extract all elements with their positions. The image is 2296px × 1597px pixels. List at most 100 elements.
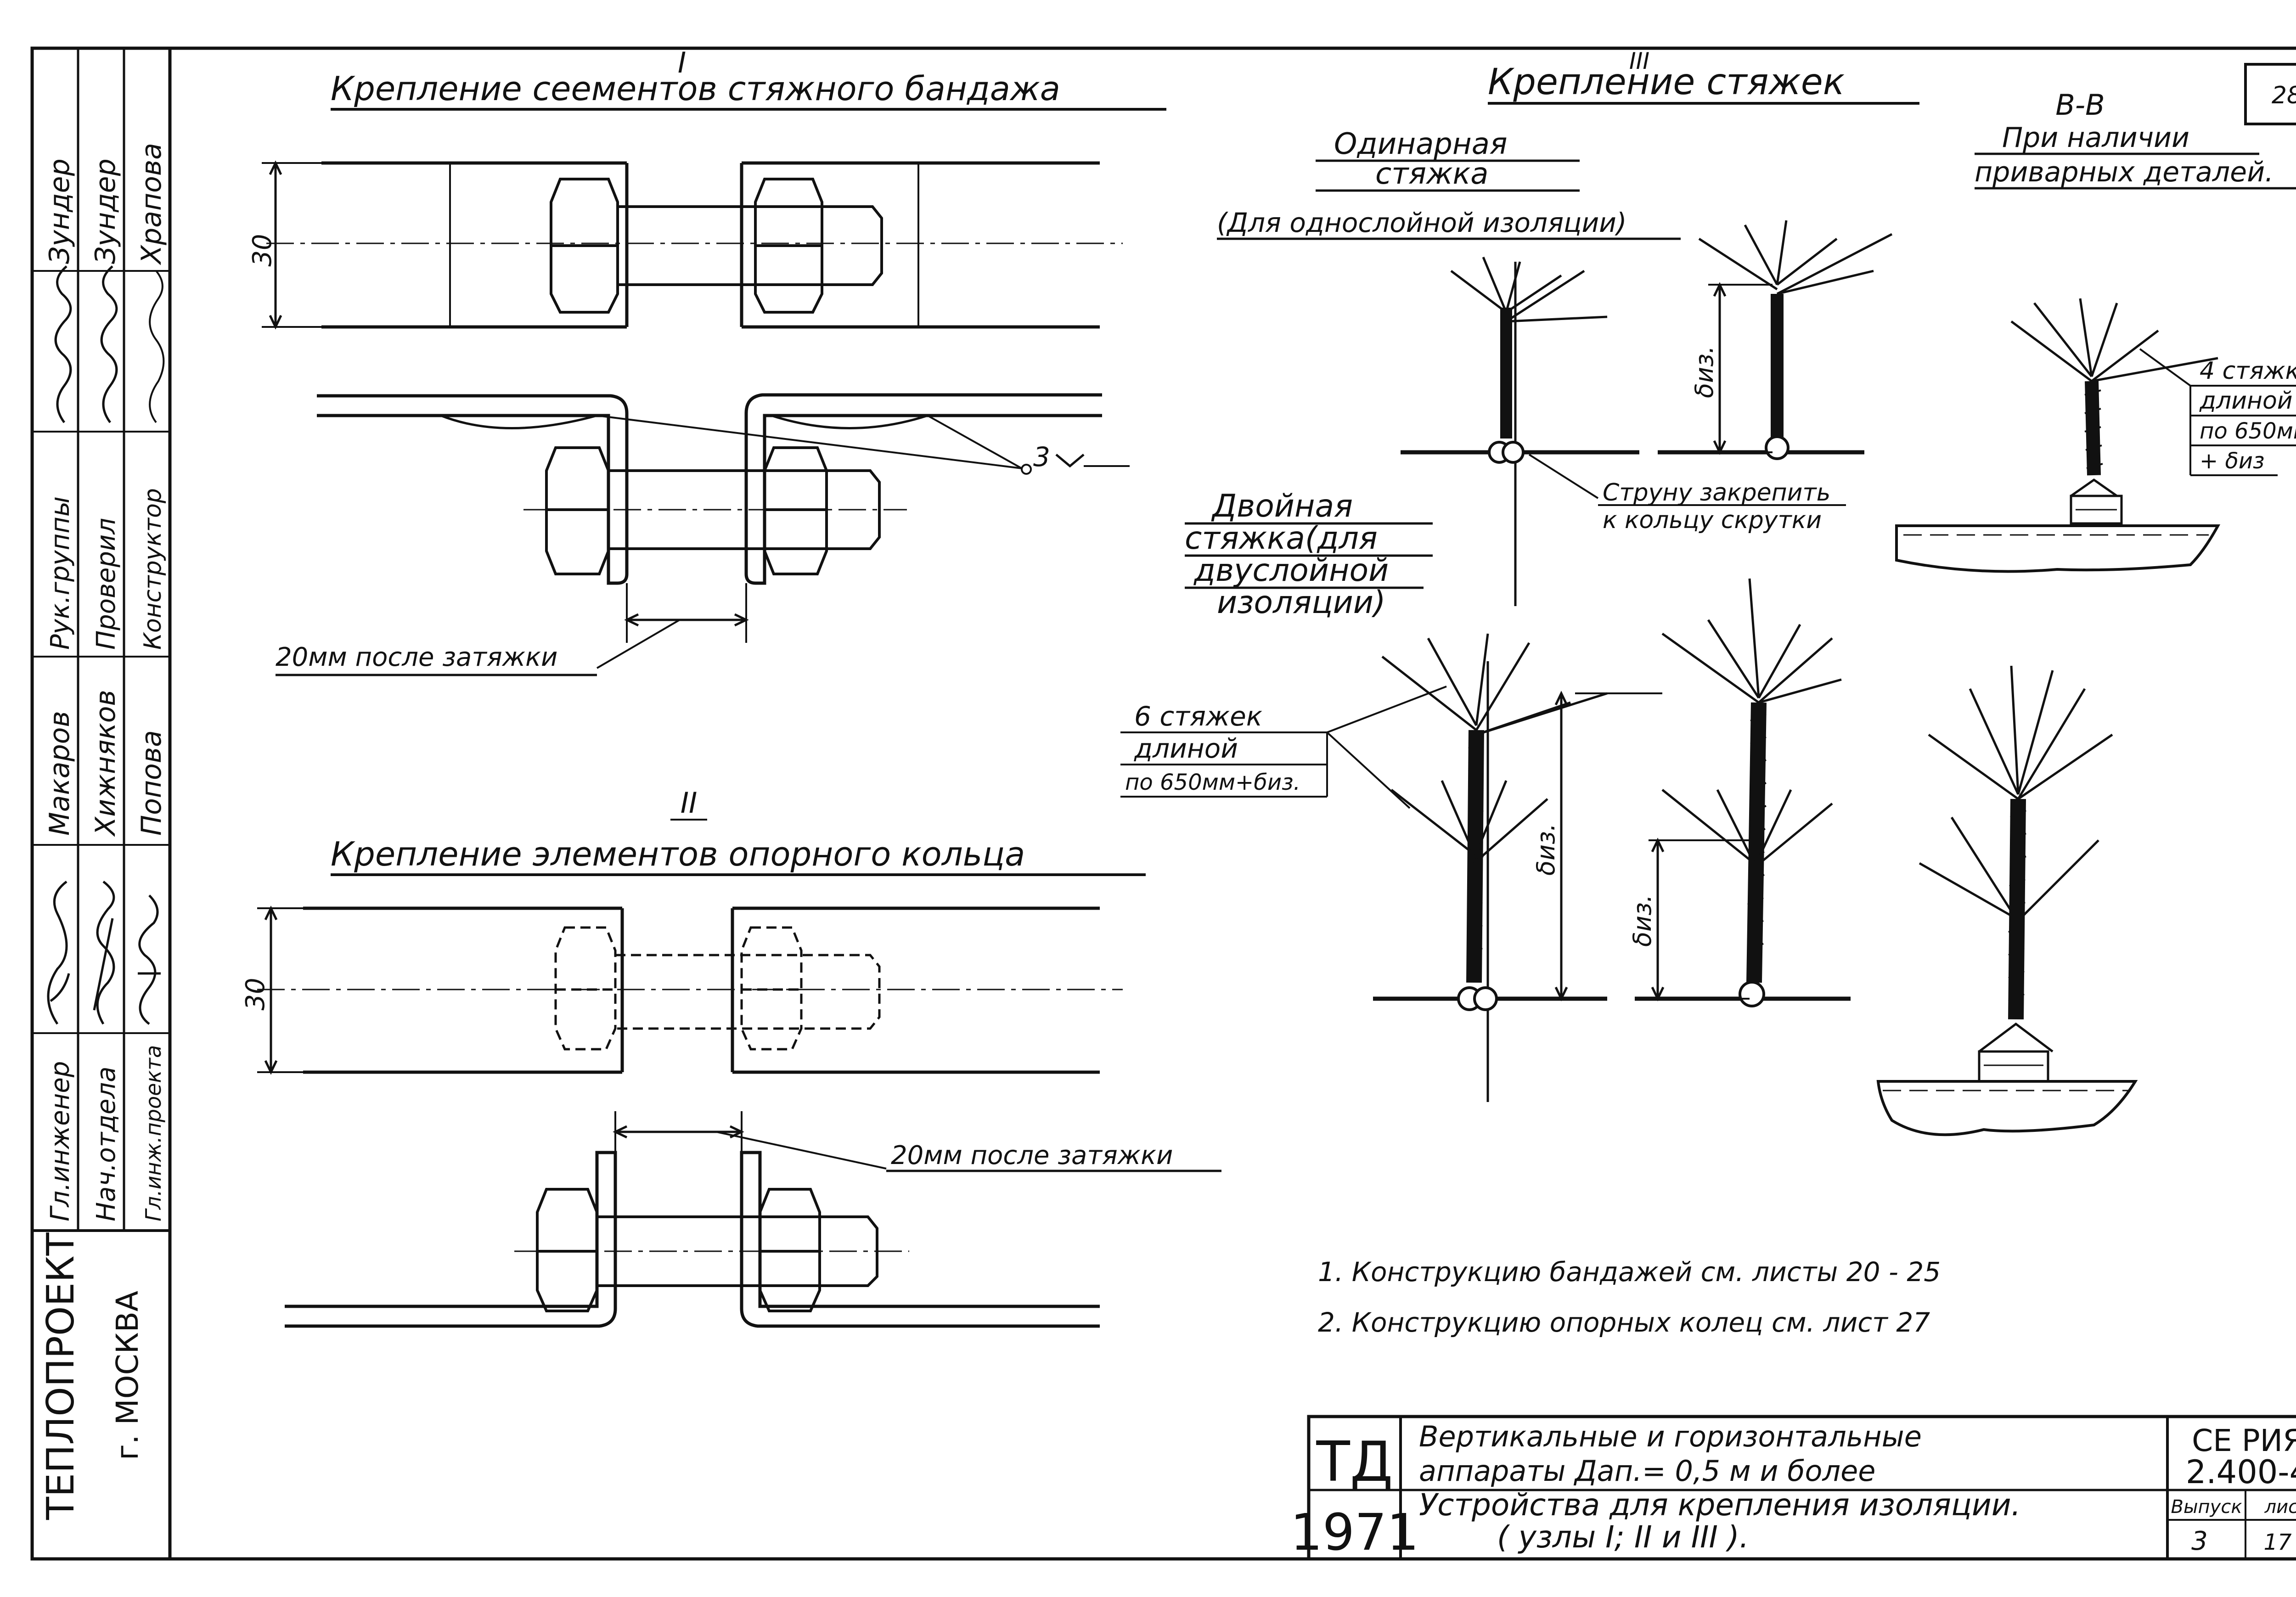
section-bb-sub-1: При наличии bbox=[2002, 122, 2189, 154]
stamp-role-group-lead: Рук.группы bbox=[45, 496, 75, 650]
node-ii-plan-view: 30 bbox=[241, 905, 1123, 1075]
node-ii-sec-shank bbox=[597, 1215, 878, 1287]
stamp-role-checked: Проверил bbox=[91, 518, 121, 650]
tb-year: 1971 bbox=[1290, 1503, 1419, 1562]
section-bb-upper-shell bbox=[1895, 524, 2221, 573]
node-i-plan-view: 30 bbox=[248, 160, 1123, 330]
single-tie-left bbox=[1401, 257, 1639, 606]
tb-series-label: СЕ РИЯ bbox=[2192, 1423, 2296, 1458]
section-bb-upper: В-В При наличии приварных деталей. 4 стя… bbox=[1895, 88, 2296, 573]
node-i-dim-30: 30 bbox=[248, 234, 277, 266]
node-ii: II Крепление элементов опорного кольца 3… bbox=[241, 786, 1221, 1328]
title-block: ТД 1971 Вертикальные и горизонтальные ап… bbox=[1290, 1415, 2296, 1562]
node-i-weld-mark: 3 bbox=[1033, 441, 1050, 472]
sheet-frame bbox=[30, 46, 2296, 1561]
node-iii-numeral: III bbox=[1629, 48, 1649, 74]
tb-issue-value: 3 bbox=[2191, 1526, 2208, 1556]
node-i-gap-note: 20мм после затяжки bbox=[276, 642, 557, 672]
string-note-1: Струну закрепить bbox=[1603, 479, 1830, 506]
double-tie-delta-1: δиз. bbox=[1531, 823, 1560, 876]
node-ii-hidden-bolt-head bbox=[554, 926, 617, 1051]
double-tie-middle-twist bbox=[1746, 702, 1767, 983]
tb-sheet-value: 17 bbox=[2263, 1530, 2292, 1555]
six-ties-1: 6 стяжек bbox=[1134, 701, 1262, 732]
double-tie-middle: δиз. δиз. bbox=[1531, 578, 1851, 1007]
node-ii-right-angle bbox=[740, 1151, 1100, 1328]
node-ii-dim-30: 30 bbox=[241, 978, 270, 1010]
node-ii-sec-nut bbox=[759, 1188, 821, 1312]
stamp-name-zunder-1: Зундер bbox=[44, 158, 76, 264]
single-tie-title-2: стяжка bbox=[1375, 157, 1489, 191]
stamp-signature-6 bbox=[149, 270, 165, 423]
node-ii-gap-note: 20мм после затяжки bbox=[891, 1141, 1173, 1170]
four-ties-2: длиной bbox=[2199, 387, 2293, 415]
stamp-name-popova: Попова bbox=[135, 730, 168, 836]
tb-series-value: 2.400-4 bbox=[2186, 1453, 2296, 1491]
note-2: 2. Конструкцию опорных колец см. лист 27 bbox=[1318, 1307, 1930, 1338]
single-tie-delta: δиз. bbox=[1690, 346, 1719, 398]
stamp-signature-4 bbox=[54, 265, 72, 423]
section-bb-sub-2: приварных деталей. bbox=[1975, 156, 2273, 188]
section-bb-lower-shell bbox=[1876, 1080, 2138, 1136]
stamp-role-dept-head: Нач.отдела bbox=[91, 1067, 121, 1221]
stamp-name-khrapova: Храпова bbox=[135, 143, 168, 265]
double-tie-delta-2: δиз. bbox=[1628, 894, 1657, 947]
node-i-left-angle bbox=[317, 394, 629, 585]
stamp-name-khizhnyakov: Хижняков bbox=[90, 690, 122, 837]
node-i-numeral: I bbox=[678, 46, 686, 79]
node-i-sec-shank bbox=[608, 469, 881, 550]
stamp-signature-2 bbox=[93, 881, 115, 1025]
tb-title-1: Вертикальные и горизонтальные bbox=[1419, 1420, 1922, 1453]
sheet-number-box bbox=[2244, 63, 2296, 125]
four-ties-3: по 650мм bbox=[2200, 418, 2296, 444]
node-i-title: Крепление сеементов стяжного бандажа bbox=[331, 69, 1060, 108]
node-iii-title: Крепление стяжек bbox=[1488, 62, 1845, 103]
stamp-role-designer: Конструктор bbox=[139, 488, 167, 650]
tb-title-4: ( узлы I; II и III ). bbox=[1497, 1519, 1749, 1555]
node-i-weld-left bbox=[440, 414, 597, 429]
note-1: 1. Конструкцию бандажей см. листы 20 - 2… bbox=[1318, 1256, 1941, 1288]
double-tie-title-2: стяжка(для bbox=[1185, 520, 1378, 557]
single-tie-right: δиз. bbox=[1658, 220, 1893, 460]
left-stamp: Гл.инженер Нач.отдела Гл.инж.проекта Мак… bbox=[32, 48, 172, 1559]
node-ii-title: Крепление элементов опорного кольца bbox=[331, 835, 1025, 873]
tb-td: ТД bbox=[1316, 1430, 1393, 1494]
stamp-name-makarov: Макаров bbox=[44, 711, 76, 836]
node-ii-hidden-shank bbox=[615, 954, 881, 1030]
section-bb-upper-twist bbox=[2085, 381, 2101, 476]
single-tie-subtitle: (Для однослойной изоляции) bbox=[1217, 207, 1627, 238]
node-ii-numeral: II bbox=[681, 786, 698, 820]
node-i: I Крепление сеементов стяжного бандажа 3… bbox=[248, 46, 1166, 676]
node-i-weld-right bbox=[771, 414, 928, 429]
section-bb-title: В-В bbox=[2055, 88, 2105, 122]
node-ii-section-view: 20мм после затяжки bbox=[285, 1111, 1221, 1328]
string-note-2: к кольцу скрутки bbox=[1603, 506, 1822, 534]
node-i-plan-nut bbox=[754, 178, 823, 314]
stamp-signature-3 bbox=[138, 894, 161, 1025]
sheet-number: 28 bbox=[2272, 82, 2296, 109]
four-ties-1: 4 стяжки bbox=[2200, 357, 2296, 385]
double-tie-title-3: двуслойной bbox=[1193, 552, 1389, 589]
stamp-role-project-engineer: Гл.инж.проекта bbox=[141, 1045, 166, 1221]
node-i-right-angle bbox=[744, 393, 1102, 585]
tb-issue-label: Выпуск bbox=[2171, 1496, 2242, 1518]
stamp-role-chief-engineer: Гл.инженер bbox=[45, 1061, 75, 1221]
stamp-org: ТЕПЛОПРОЕКТ bbox=[39, 1232, 83, 1520]
double-tie-title-1: Двойная bbox=[1211, 488, 1353, 524]
section-bb-lower bbox=[1876, 665, 2138, 1136]
stamp-signature-1 bbox=[47, 881, 70, 1025]
node-i-sec-nut bbox=[763, 446, 828, 575]
node-i-weld-mark-circle bbox=[1021, 464, 1032, 475]
six-ties-3: по 650мм+биз. bbox=[1125, 770, 1300, 795]
stamp-signature-5 bbox=[100, 265, 118, 423]
node-i-section-view: 3 20мм после затяжки bbox=[276, 393, 1130, 676]
tb-sheet-label: лист bbox=[2264, 1496, 2296, 1518]
node-i-plan-bolt-head bbox=[550, 178, 619, 314]
section-bb-lower-twist bbox=[2008, 798, 2026, 1020]
node-ii-left-angle bbox=[285, 1151, 617, 1328]
tb-title-3: Устройства для крепления изоляции. bbox=[1419, 1487, 2021, 1523]
six-ties-2: длиной bbox=[1134, 733, 1238, 764]
four-ties-4: + δиз bbox=[2200, 448, 2265, 474]
node-i-plan-shank bbox=[618, 205, 883, 286]
